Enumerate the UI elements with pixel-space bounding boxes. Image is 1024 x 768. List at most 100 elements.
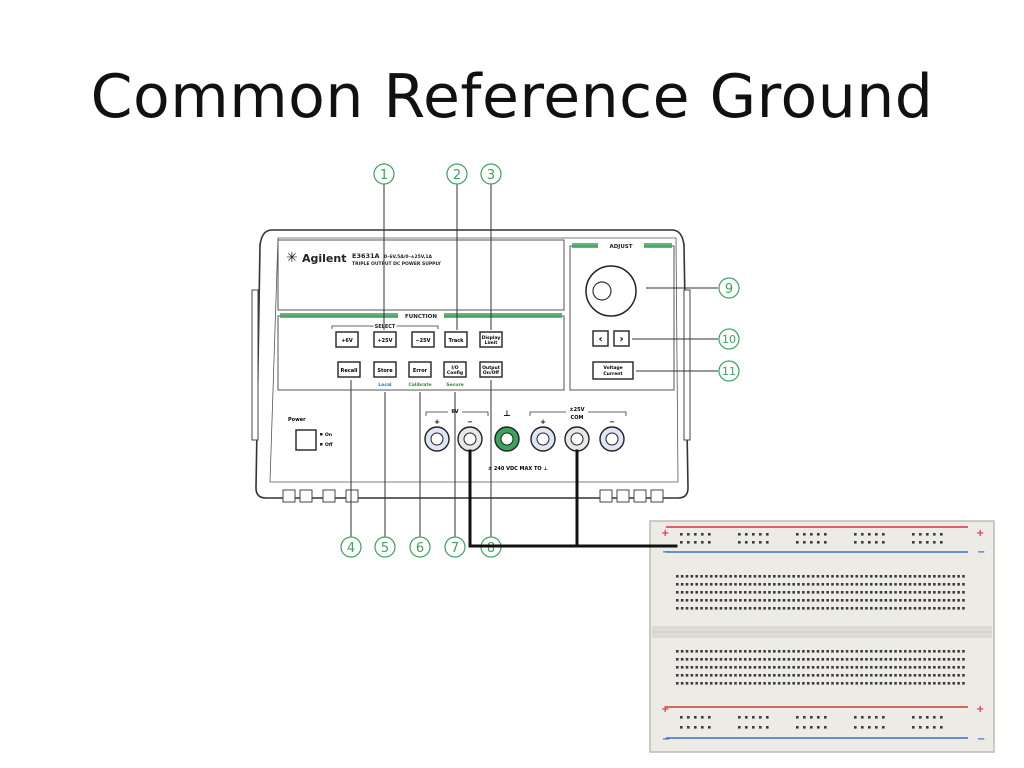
callout-leaders [350, 184, 718, 537]
recall-button[interactable] [337, 361, 361, 378]
breadboard-hole [899, 583, 902, 586]
breadboard-hole [860, 575, 863, 578]
voltage-current-button[interactable] [592, 361, 634, 380]
breadboard: + + − − + + − − [649, 520, 995, 753]
breadboard-hole [926, 541, 929, 544]
io-config-button[interactable] [443, 361, 467, 378]
breadboard-hole [676, 674, 679, 677]
error-button[interactable] [408, 361, 432, 378]
breadboard-hole [743, 666, 747, 669]
breadboard-hole [729, 682, 732, 685]
breadboard-hole [865, 650, 868, 653]
breadboard-hole [850, 591, 854, 594]
breadboard-hole [708, 716, 711, 719]
svg-text:+: + [976, 528, 984, 539]
breadboard-hole [690, 583, 694, 586]
breadboard-hole [739, 575, 742, 578]
button-6v[interactable] [335, 331, 359, 348]
breadboard-hole [860, 607, 863, 610]
breadboard-hole [700, 666, 703, 669]
breadboard-hole [796, 726, 799, 729]
breadboard-hole [870, 674, 873, 677]
breadboard-hole [802, 650, 805, 653]
terminal-25v-plus[interactable] [530, 426, 556, 452]
display-limit-button[interactable] [479, 331, 503, 348]
breadboard-hole [810, 533, 813, 536]
breadboard-hole [919, 726, 922, 729]
breadboard-hole [695, 575, 698, 578]
breadboard-hole [942, 583, 946, 586]
breadboard-hole [816, 658, 820, 661]
breadboard-hole [724, 591, 728, 594]
breadboard-hole [758, 599, 762, 602]
breadboard-hole [690, 658, 694, 661]
breadboard-hole [870, 682, 873, 685]
breadboard-hole [787, 575, 791, 578]
select-label: SELECT [375, 324, 396, 330]
breadboard-hole [787, 666, 791, 669]
breadboard-hole [952, 599, 956, 602]
breadboard-hole [913, 682, 917, 685]
track-button[interactable] [444, 331, 468, 348]
breadboard-hole [753, 658, 757, 661]
breadboard-hole [836, 666, 839, 669]
breadboard-hole [806, 682, 810, 685]
breadboard-hole [753, 607, 757, 610]
breadboard-hole [748, 666, 752, 669]
breadboard-hole [719, 666, 723, 669]
terminal-25v-minus[interactable] [599, 426, 625, 452]
breadboard-hole [933, 583, 936, 586]
breadboard-hole [782, 599, 786, 602]
breadboard-hole [734, 599, 737, 602]
function-panel [277, 315, 565, 391]
breadboard-hole [875, 726, 878, 729]
terminal-6v-minus[interactable] [457, 426, 483, 452]
terminal-6v-plus[interactable] [424, 426, 450, 452]
breadboard-hole [676, 599, 679, 602]
breadboard-hole [705, 666, 708, 669]
breadboard-hole [874, 658, 878, 661]
breadboard-hole [753, 583, 757, 586]
breadboard-hole [777, 674, 781, 677]
breadboard-hole [899, 591, 902, 594]
right-arrow-button[interactable] [613, 330, 630, 347]
breadboard-hole [845, 607, 849, 610]
breadboard-hole [861, 541, 864, 544]
svg-text:7: 7 [451, 541, 459, 556]
power-switch[interactable] [295, 429, 317, 451]
breadboard-hole [894, 607, 897, 610]
breadboard-hole [685, 591, 689, 594]
breadboard-hole [850, 607, 854, 610]
breadboard-hole [709, 666, 713, 669]
breadboard-hole [933, 674, 936, 677]
breadboard-hole [894, 591, 897, 594]
breadboard-hole [840, 674, 844, 677]
breadboard-hole [729, 575, 732, 578]
breadboard-hole [687, 726, 690, 729]
output-onoff-button[interactable] [479, 361, 503, 378]
breadboard-hole [942, 599, 946, 602]
callout-9: 9 [718, 277, 740, 299]
breadboard-hole [748, 591, 752, 594]
svg-text:I/O: I/O [451, 365, 458, 371]
button-minus25v[interactable] [411, 331, 435, 348]
breadboard-hole [942, 607, 946, 610]
breadboard-hole [889, 674, 892, 677]
breadboard-hole [803, 716, 806, 719]
breadboard-hole [719, 650, 723, 653]
breadboard-hole [685, 658, 689, 661]
breadboard-hole [806, 591, 810, 594]
breadboard-hole [719, 682, 723, 685]
store-button[interactable] [373, 361, 397, 378]
button-25v[interactable] [373, 331, 397, 348]
breadboard-hole [882, 533, 885, 536]
model-label: E3631A [352, 252, 380, 260]
left-arrow-button[interactable] [592, 330, 609, 347]
breadboard-hole [868, 726, 871, 729]
breadboard-hole [738, 541, 741, 544]
terminal-com[interactable] [564, 426, 590, 452]
breadboard-hole [926, 716, 929, 719]
terminal-ground[interactable] [494, 426, 520, 452]
breadboard-hole [937, 666, 941, 669]
breadboard-hole [782, 650, 786, 653]
